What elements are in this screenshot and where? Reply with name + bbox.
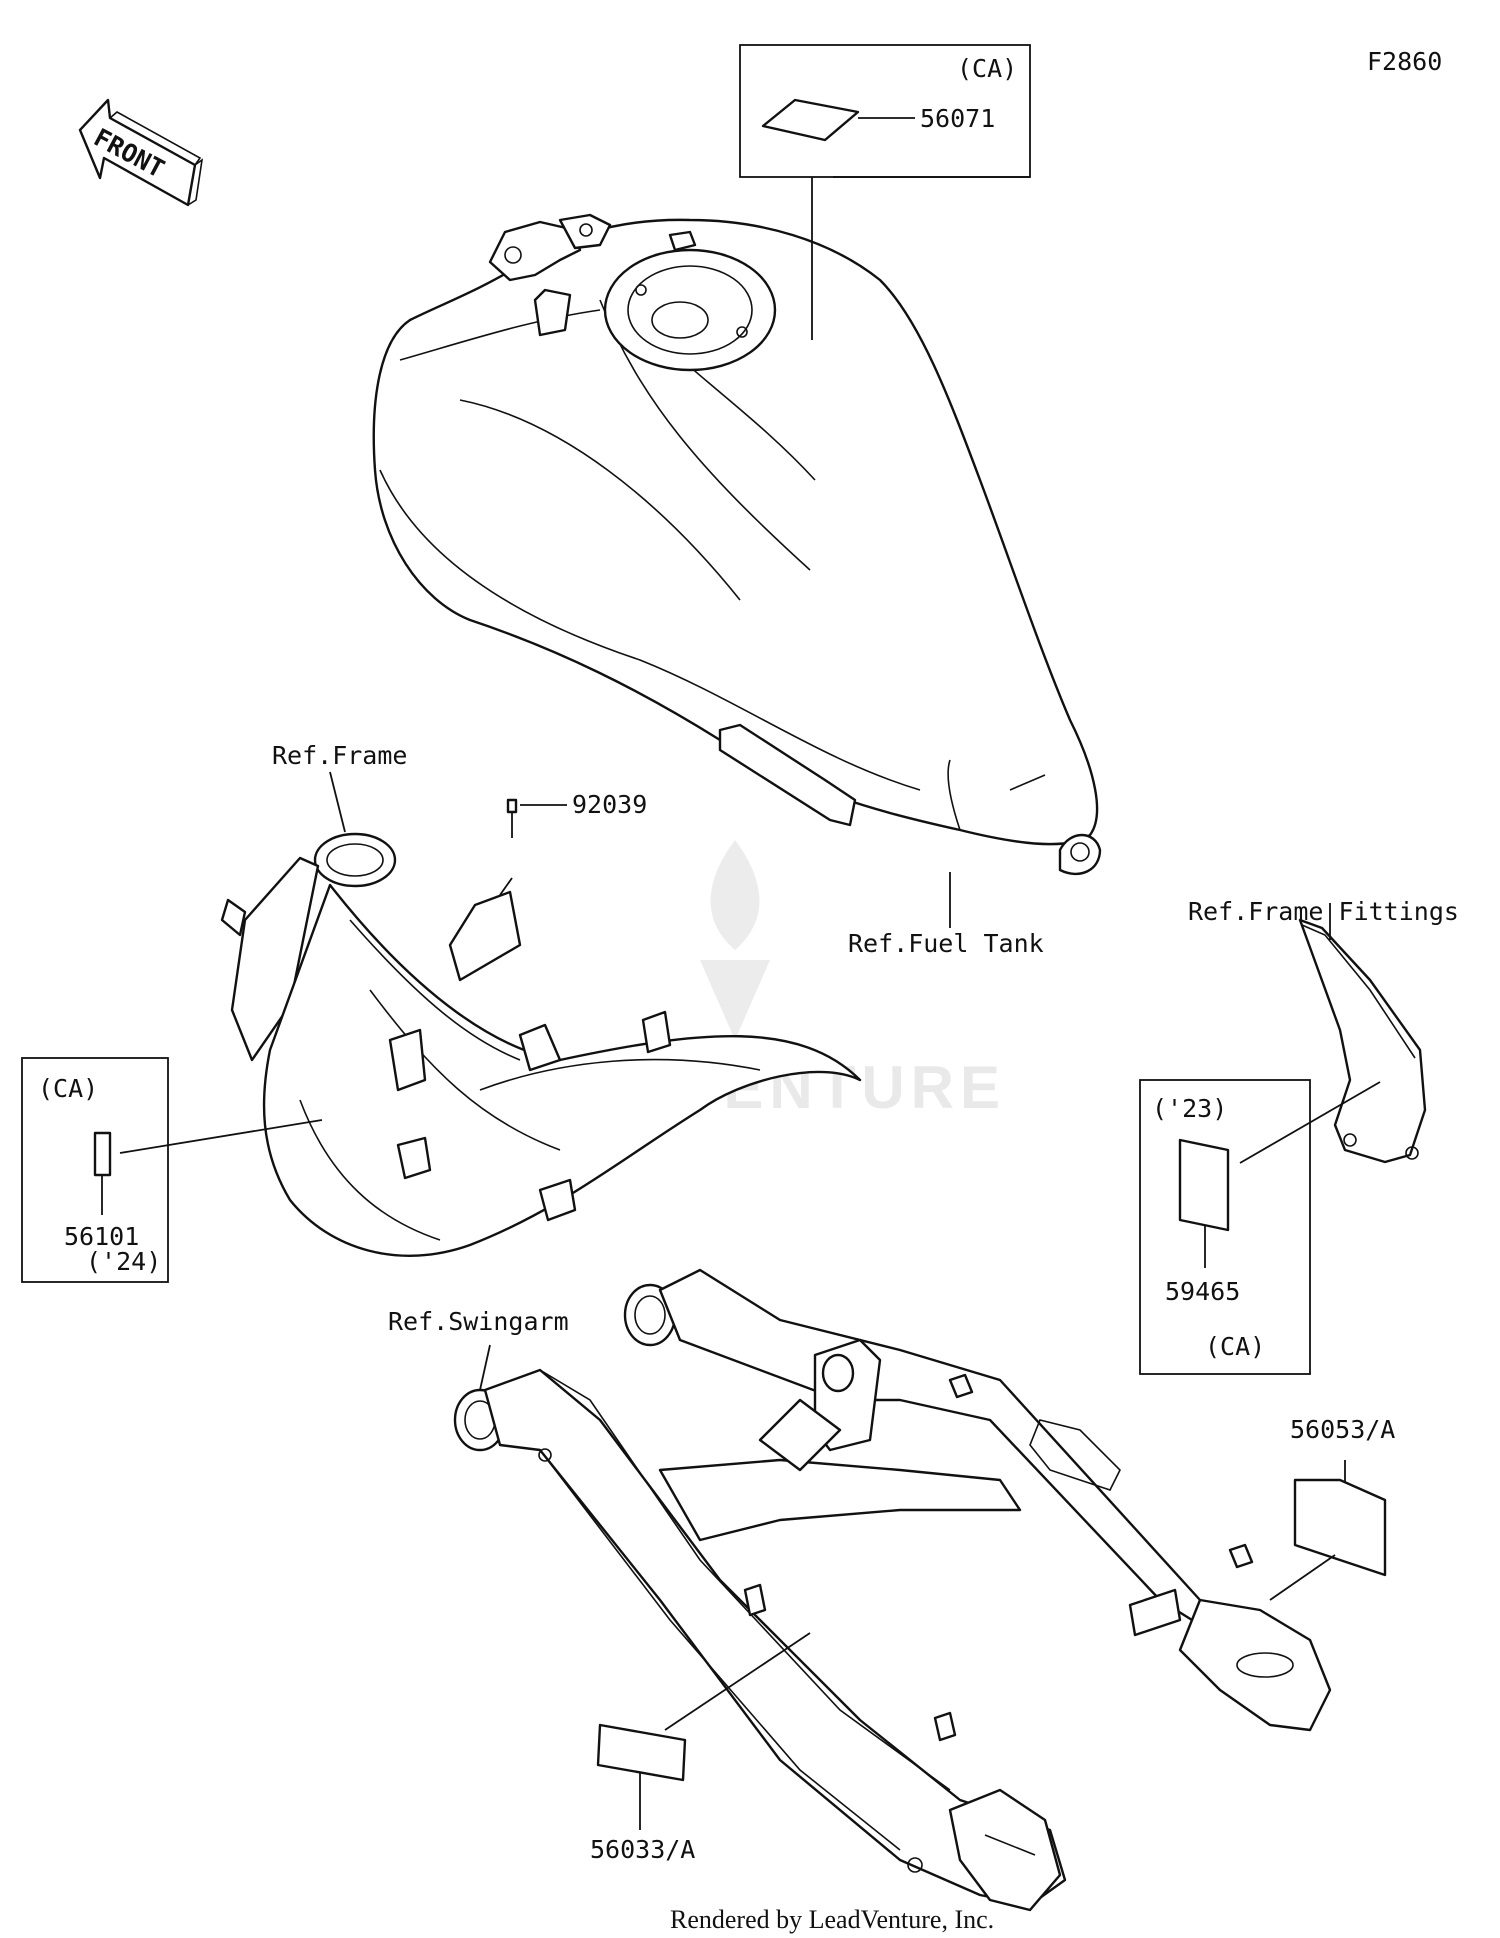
ref-frame: Ref.Frame: [272, 741, 407, 770]
callout-56101-note-bottom: ('24): [86, 1247, 161, 1276]
frame-fittings: [1298, 918, 1427, 1164]
callout-59465-note-bottom: (CA): [1205, 1332, 1265, 1361]
part-number-92039: 92039: [572, 790, 647, 819]
callout-56033a: 56033/A: [590, 1632, 811, 1864]
callout-56101: (CA) 56101 ('24): [21, 1057, 323, 1283]
callout-56071-note: (CA): [957, 54, 1017, 83]
frame: [220, 798, 862, 1257]
label-sticker-56033a: [596, 1723, 687, 1782]
label-sticker-59465: [1178, 1138, 1230, 1232]
callout-59465: ('23) 59465 (CA): [1139, 1079, 1381, 1375]
part-number-59465: 59465: [1165, 1277, 1240, 1306]
footer-credit: Rendered by LeadVenture, Inc.: [670, 1905, 994, 1934]
part-number-56033a: 56033/A: [590, 1835, 695, 1864]
callout-56101-note-top: (CA): [38, 1074, 98, 1103]
swingarm: [453, 1268, 1332, 1912]
part-number-56071: 56071: [920, 104, 995, 133]
label-sticker-56053a: [1293, 1478, 1387, 1577]
callout-59465-note-top: ('23): [1152, 1094, 1227, 1123]
ref-frame-fittings: Ref.Frame Fittings: [1188, 897, 1459, 926]
diagram-code: F2860: [1367, 47, 1442, 76]
callout-56053a: 56053/A: [1269, 1415, 1395, 1601]
front-arrow-icon: FRONT: [78, 98, 204, 207]
ref-swingarm: Ref.Swingarm: [388, 1307, 569, 1336]
label-sticker-56101: [93, 1131, 112, 1177]
ref-fuel-tank: Ref.Fuel Tank: [848, 929, 1044, 958]
part-number-56101: 56101: [64, 1222, 139, 1251]
label-sticker-56071: [761, 98, 860, 142]
callout-56071: (CA) 56071: [739, 44, 1031, 340]
fuel-tank: [372, 213, 1102, 876]
part-number-56053a: 56053/A: [1290, 1415, 1395, 1444]
